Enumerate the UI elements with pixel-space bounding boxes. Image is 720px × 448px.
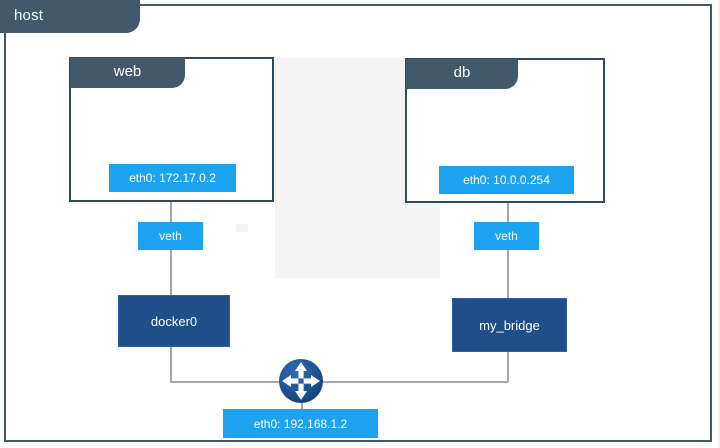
container-web-tab: web — [70, 58, 185, 88]
container-db[interactable]: db eth0: 10.0.0.254 — [405, 58, 605, 203]
connector-bottom-bus-left — [170, 381, 290, 383]
connector-mybridge-down — [507, 352, 509, 382]
host-iface-eth0[interactable]: eth0: 192.168.1.2 — [223, 409, 378, 438]
connector-router-to-eth0 — [301, 400, 303, 410]
veth-db[interactable]: veth — [474, 222, 539, 250]
container-web[interactable]: web eth0: 172.17.0.2 — [69, 57, 274, 202]
connector-veth-to-mybridge — [507, 250, 509, 298]
connector-veth-to-docker0 — [170, 250, 172, 295]
background-artifact — [236, 224, 248, 232]
container-web-label: web — [113, 63, 142, 80]
host-tab: host — [0, 0, 140, 33]
host-label: host — [14, 7, 44, 24]
connector-web-to-veth — [170, 200, 172, 223]
container-db-tab: db — [406, 59, 518, 89]
connector-bottom-bus-right — [318, 381, 508, 383]
container-db-iface[interactable]: eth0: 10.0.0.254 — [439, 166, 574, 194]
container-db-label: db — [453, 64, 471, 81]
background-artifact — [718, 0, 720, 448]
bridge-my-bridge[interactable]: my_bridge — [452, 298, 567, 352]
router-icon[interactable] — [278, 358, 324, 404]
connector-docker0-down — [170, 347, 172, 382]
veth-web[interactable]: veth — [138, 222, 203, 250]
connector-db-to-veth — [507, 203, 509, 223]
bridge-docker0[interactable]: docker0 — [118, 295, 230, 347]
router-icon-svg — [279, 359, 323, 403]
container-web-iface[interactable]: eth0: 172.17.0.2 — [109, 164, 236, 192]
host-boundary — [4, 4, 712, 442]
